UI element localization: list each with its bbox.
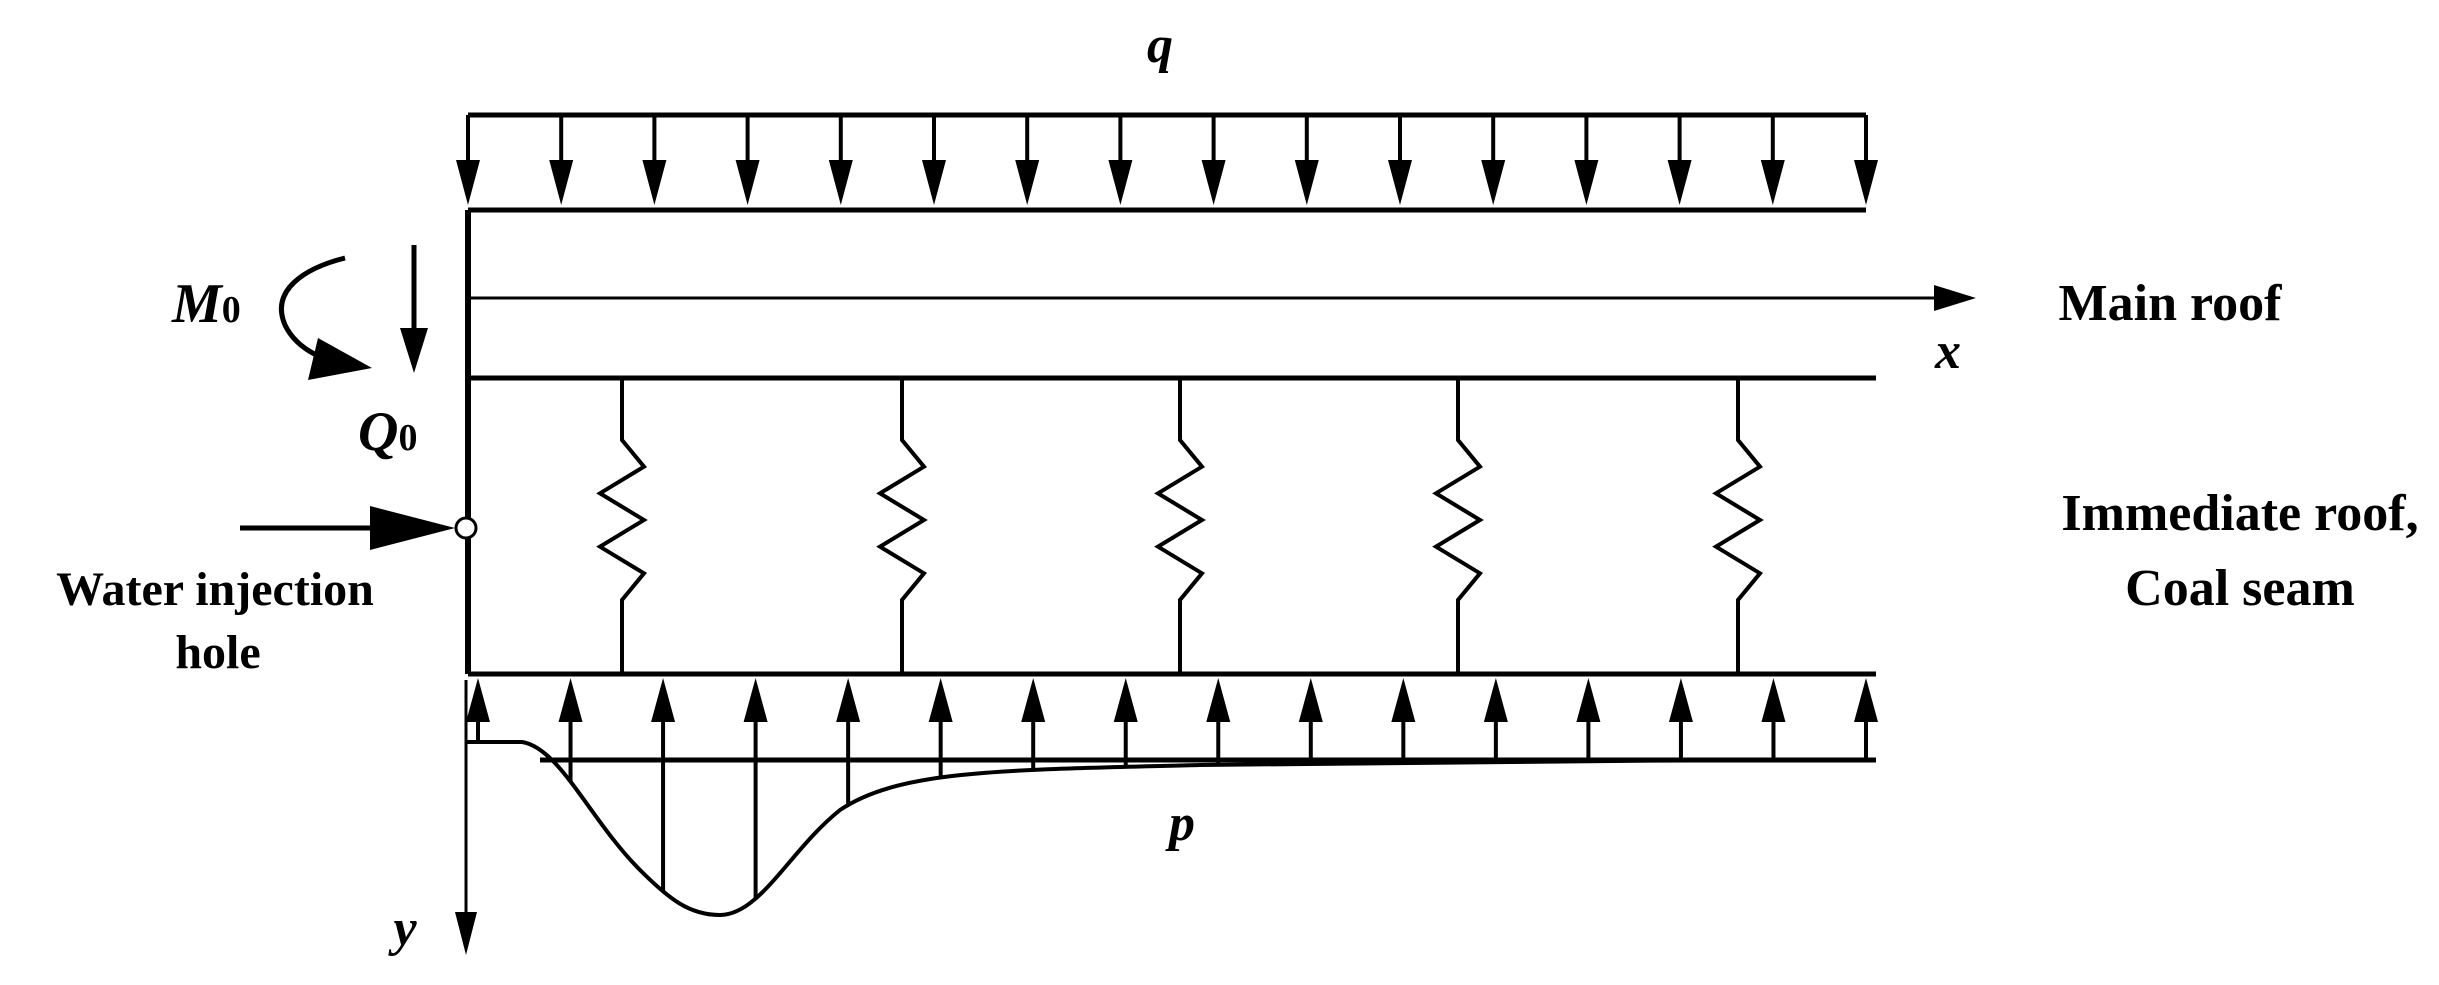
foundation-beam <box>468 671 1876 763</box>
y-axis-arrowhead-icon <box>455 912 477 955</box>
q-load-arrow <box>1667 115 1692 205</box>
q-load-arrow <box>828 115 853 205</box>
q-load-arrow <box>642 115 667 205</box>
p-reaction-arrow <box>1021 678 1046 770</box>
x-axis-arrowhead-icon <box>1934 285 1976 311</box>
q-load-arrow <box>1108 115 1133 205</box>
spring-supports <box>596 380 1764 672</box>
p-reaction-arrow <box>836 678 861 805</box>
p-reaction-arrows <box>466 678 1878 899</box>
circle-icon <box>454 516 478 540</box>
p-reaction-arrow <box>1483 678 1508 762</box>
label-water-hole: hole <box>175 626 260 679</box>
label-moment-m0: M0 <box>171 273 241 335</box>
p-reaction-arrow <box>1391 678 1416 763</box>
p-reaction-arrow <box>1206 678 1231 765</box>
p-reaction-arrow <box>466 678 490 742</box>
water-injection <box>240 506 478 550</box>
q-load-arrow <box>1294 115 1319 205</box>
label-water-injection: Water injection <box>56 563 374 616</box>
p-reaction-arrow <box>558 678 583 782</box>
p-reaction-arrow <box>928 678 953 778</box>
y-axis <box>455 680 477 955</box>
q-load-arrow <box>922 115 946 205</box>
q-load-arrow <box>456 115 480 205</box>
q-load-arrow <box>1481 115 1506 205</box>
moment-m0 <box>279 255 372 380</box>
p-reaction-arrow <box>1576 678 1601 761</box>
shear-q0 <box>400 245 428 373</box>
label-x-axis: x <box>1934 323 1961 380</box>
q-load-arrow <box>735 115 760 205</box>
p-reaction-arrow <box>1668 678 1693 761</box>
q-load-arrow <box>1854 115 1878 205</box>
q-load-arrow <box>1388 115 1412 205</box>
p-reaction-curve <box>466 740 1877 918</box>
zigzag-spring-icon <box>1712 380 1764 672</box>
label-y-axis: y <box>387 900 417 957</box>
label-p: p <box>1165 795 1195 852</box>
label-immediate-roof: Immediate roof, <box>2061 485 2418 542</box>
moment-arrowhead-icon <box>308 338 372 380</box>
p-reaction-arrow <box>1113 678 1138 767</box>
q-load-arrow <box>549 115 574 205</box>
zigzag-spring-icon <box>596 380 648 672</box>
q-load-arrows <box>456 115 1878 205</box>
label-coal-seam: Coal seam <box>2125 560 2355 617</box>
q-load-arrow <box>1574 115 1599 205</box>
zigzag-spring-icon <box>1154 380 1206 672</box>
p-reaction-arrow <box>1854 678 1878 761</box>
q-load-arrow <box>1201 115 1226 205</box>
p-reaction-arrow <box>1761 678 1786 761</box>
label-shear-q0: Q0 <box>358 401 417 463</box>
main-roof-beam <box>465 210 1876 674</box>
x-axis <box>470 285 1976 311</box>
p-reaction-arrow <box>1298 678 1323 764</box>
top-distributed-load-q <box>456 112 1878 213</box>
zigzag-spring-icon <box>876 380 928 672</box>
q-load-arrow <box>1760 115 1785 205</box>
zigzag-spring-icon <box>1432 380 1484 672</box>
down-arrow-icon <box>400 328 428 373</box>
label-q: q <box>1147 17 1173 74</box>
p-reaction-arrow <box>651 678 676 892</box>
q-load-arrow <box>1015 115 1040 205</box>
label-main-roof: Main roof <box>2059 275 2283 332</box>
right-arrow-icon <box>370 506 455 550</box>
p-reaction-arrow <box>743 678 768 899</box>
bottom-reaction-load-p <box>466 678 1878 918</box>
